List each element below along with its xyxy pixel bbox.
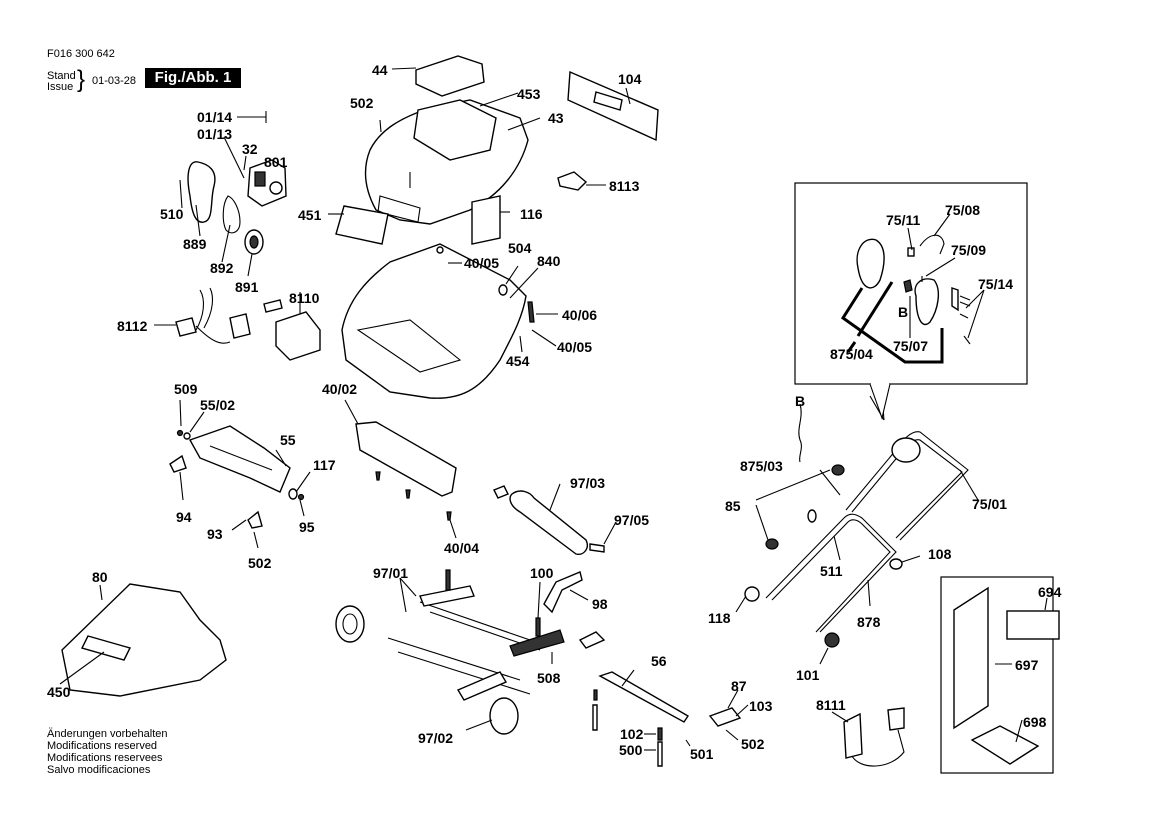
note-fr: Modifications reservees — [47, 752, 163, 764]
part-label: 98 — [592, 596, 608, 612]
part-label: 450 — [47, 684, 71, 700]
part-label: 454 — [506, 353, 530, 369]
part-label: 8110 — [289, 290, 320, 306]
part-label: 453 — [517, 86, 541, 102]
part-label: 698 — [1023, 714, 1047, 730]
part-label: 75/09 — [951, 242, 987, 258]
part-label: 117 — [313, 457, 336, 473]
part-label: 40/05 — [464, 255, 500, 271]
handle-drawing — [735, 395, 979, 665]
literature-inset — [940, 576, 1060, 774]
part-label: 40/06 — [562, 307, 598, 323]
part-label: 56 — [651, 653, 667, 669]
grass-box-drawing — [59, 583, 227, 697]
motor-assembly-drawing — [179, 111, 287, 277]
part-label: 511 — [820, 563, 843, 579]
wheel-axle-drawing — [335, 569, 589, 735]
part-label: 451 — [298, 207, 322, 223]
part-label: 104 — [618, 71, 642, 87]
part-label: 101 — [796, 667, 820, 683]
stand-label: Stand — [47, 70, 76, 82]
part-label: 502 — [248, 555, 272, 571]
charger-drawing — [831, 707, 905, 767]
part-label: 75/07 — [893, 338, 929, 354]
part-label: 508 — [537, 670, 561, 686]
part-label: 55 — [280, 432, 296, 448]
note-en: Modifications reserved — [47, 740, 158, 752]
part-label: 694 — [1038, 584, 1062, 600]
part-label: 118 — [708, 610, 731, 626]
part-label: 44 — [372, 62, 388, 78]
part-label: B — [898, 304, 909, 320]
part-label: 93 — [207, 526, 223, 542]
part-label: 504 — [508, 240, 532, 256]
part-label: 8112 — [117, 318, 148, 334]
deflector-roller-drawing — [344, 399, 617, 555]
part-label: 8111 — [816, 697, 846, 713]
part-label: 01/14 — [197, 109, 233, 125]
part-label: 87 — [731, 678, 747, 694]
part-label: 40/05 — [557, 339, 593, 355]
part-label: 875/03 — [740, 458, 783, 474]
chassis-drawing — [341, 243, 558, 399]
part-label: B — [795, 393, 806, 409]
part-label: 510 — [160, 206, 184, 222]
hood-assembly-drawing — [328, 55, 659, 245]
part-label: 509 — [174, 381, 198, 397]
part-number: F016 300 642 — [47, 48, 115, 60]
part-label: 889 — [183, 236, 207, 252]
part-label: 875/04 — [830, 346, 873, 362]
part-label: 75/11 — [886, 212, 921, 228]
part-label: 75/01 — [972, 496, 1008, 512]
part-label: 801 — [264, 154, 288, 170]
part-label: 97/03 — [570, 475, 606, 491]
part-label: 891 — [235, 279, 259, 295]
switch-detail-inset — [794, 182, 1028, 420]
part-label: 502 — [350, 95, 374, 111]
part-label: 95 — [299, 519, 315, 535]
part-label: 500 — [619, 742, 643, 758]
part-label: 40/02 — [322, 381, 358, 397]
rear-flap-drawing — [578, 631, 749, 767]
battery-wiring-drawing — [154, 287, 321, 361]
part-label: 97/01 — [373, 565, 409, 581]
part-label: 8113 — [609, 178, 640, 194]
part-label: 501 — [690, 746, 714, 762]
part-label: 80 — [92, 569, 108, 585]
part-label: 97/02 — [418, 730, 454, 746]
modification-notes: Änderungen vorbehalten Modifications res… — [47, 728, 167, 776]
part-label: 75/08 — [945, 202, 981, 218]
switch-assembly-drawing — [169, 399, 311, 549]
part-label: 103 — [749, 698, 773, 714]
figure-label: Fig./Abb. 1 — [145, 68, 241, 88]
note-de: Änderungen vorbehalten — [47, 728, 168, 740]
part-label: 100 — [530, 565, 554, 581]
part-label: 892 — [210, 260, 234, 276]
issue-date: 01-03-28 — [92, 75, 137, 87]
part-label: 43 — [548, 110, 564, 126]
part-label: 116 — [520, 206, 543, 222]
note-es: Salvo modificaciones — [47, 764, 151, 776]
part-label: 40/04 — [444, 540, 480, 556]
part-label: 502 — [741, 736, 765, 752]
part-label: 697 — [1015, 657, 1039, 673]
part-label: 108 — [928, 546, 952, 562]
part-label: 94 — [176, 509, 192, 525]
part-label: 85 — [725, 498, 741, 514]
brace-icon: } — [77, 66, 86, 93]
issue-label: Issue — [47, 81, 74, 93]
part-label: 32 — [242, 141, 258, 157]
part-label: 840 — [537, 253, 561, 269]
part-label: 55/02 — [200, 397, 236, 413]
part-label: 97/05 — [614, 512, 650, 528]
part-label: 75/14 — [978, 276, 1014, 292]
part-label: 878 — [857, 614, 881, 630]
part-label: 01/13 — [197, 126, 233, 142]
part-label: 102 — [620, 726, 644, 742]
